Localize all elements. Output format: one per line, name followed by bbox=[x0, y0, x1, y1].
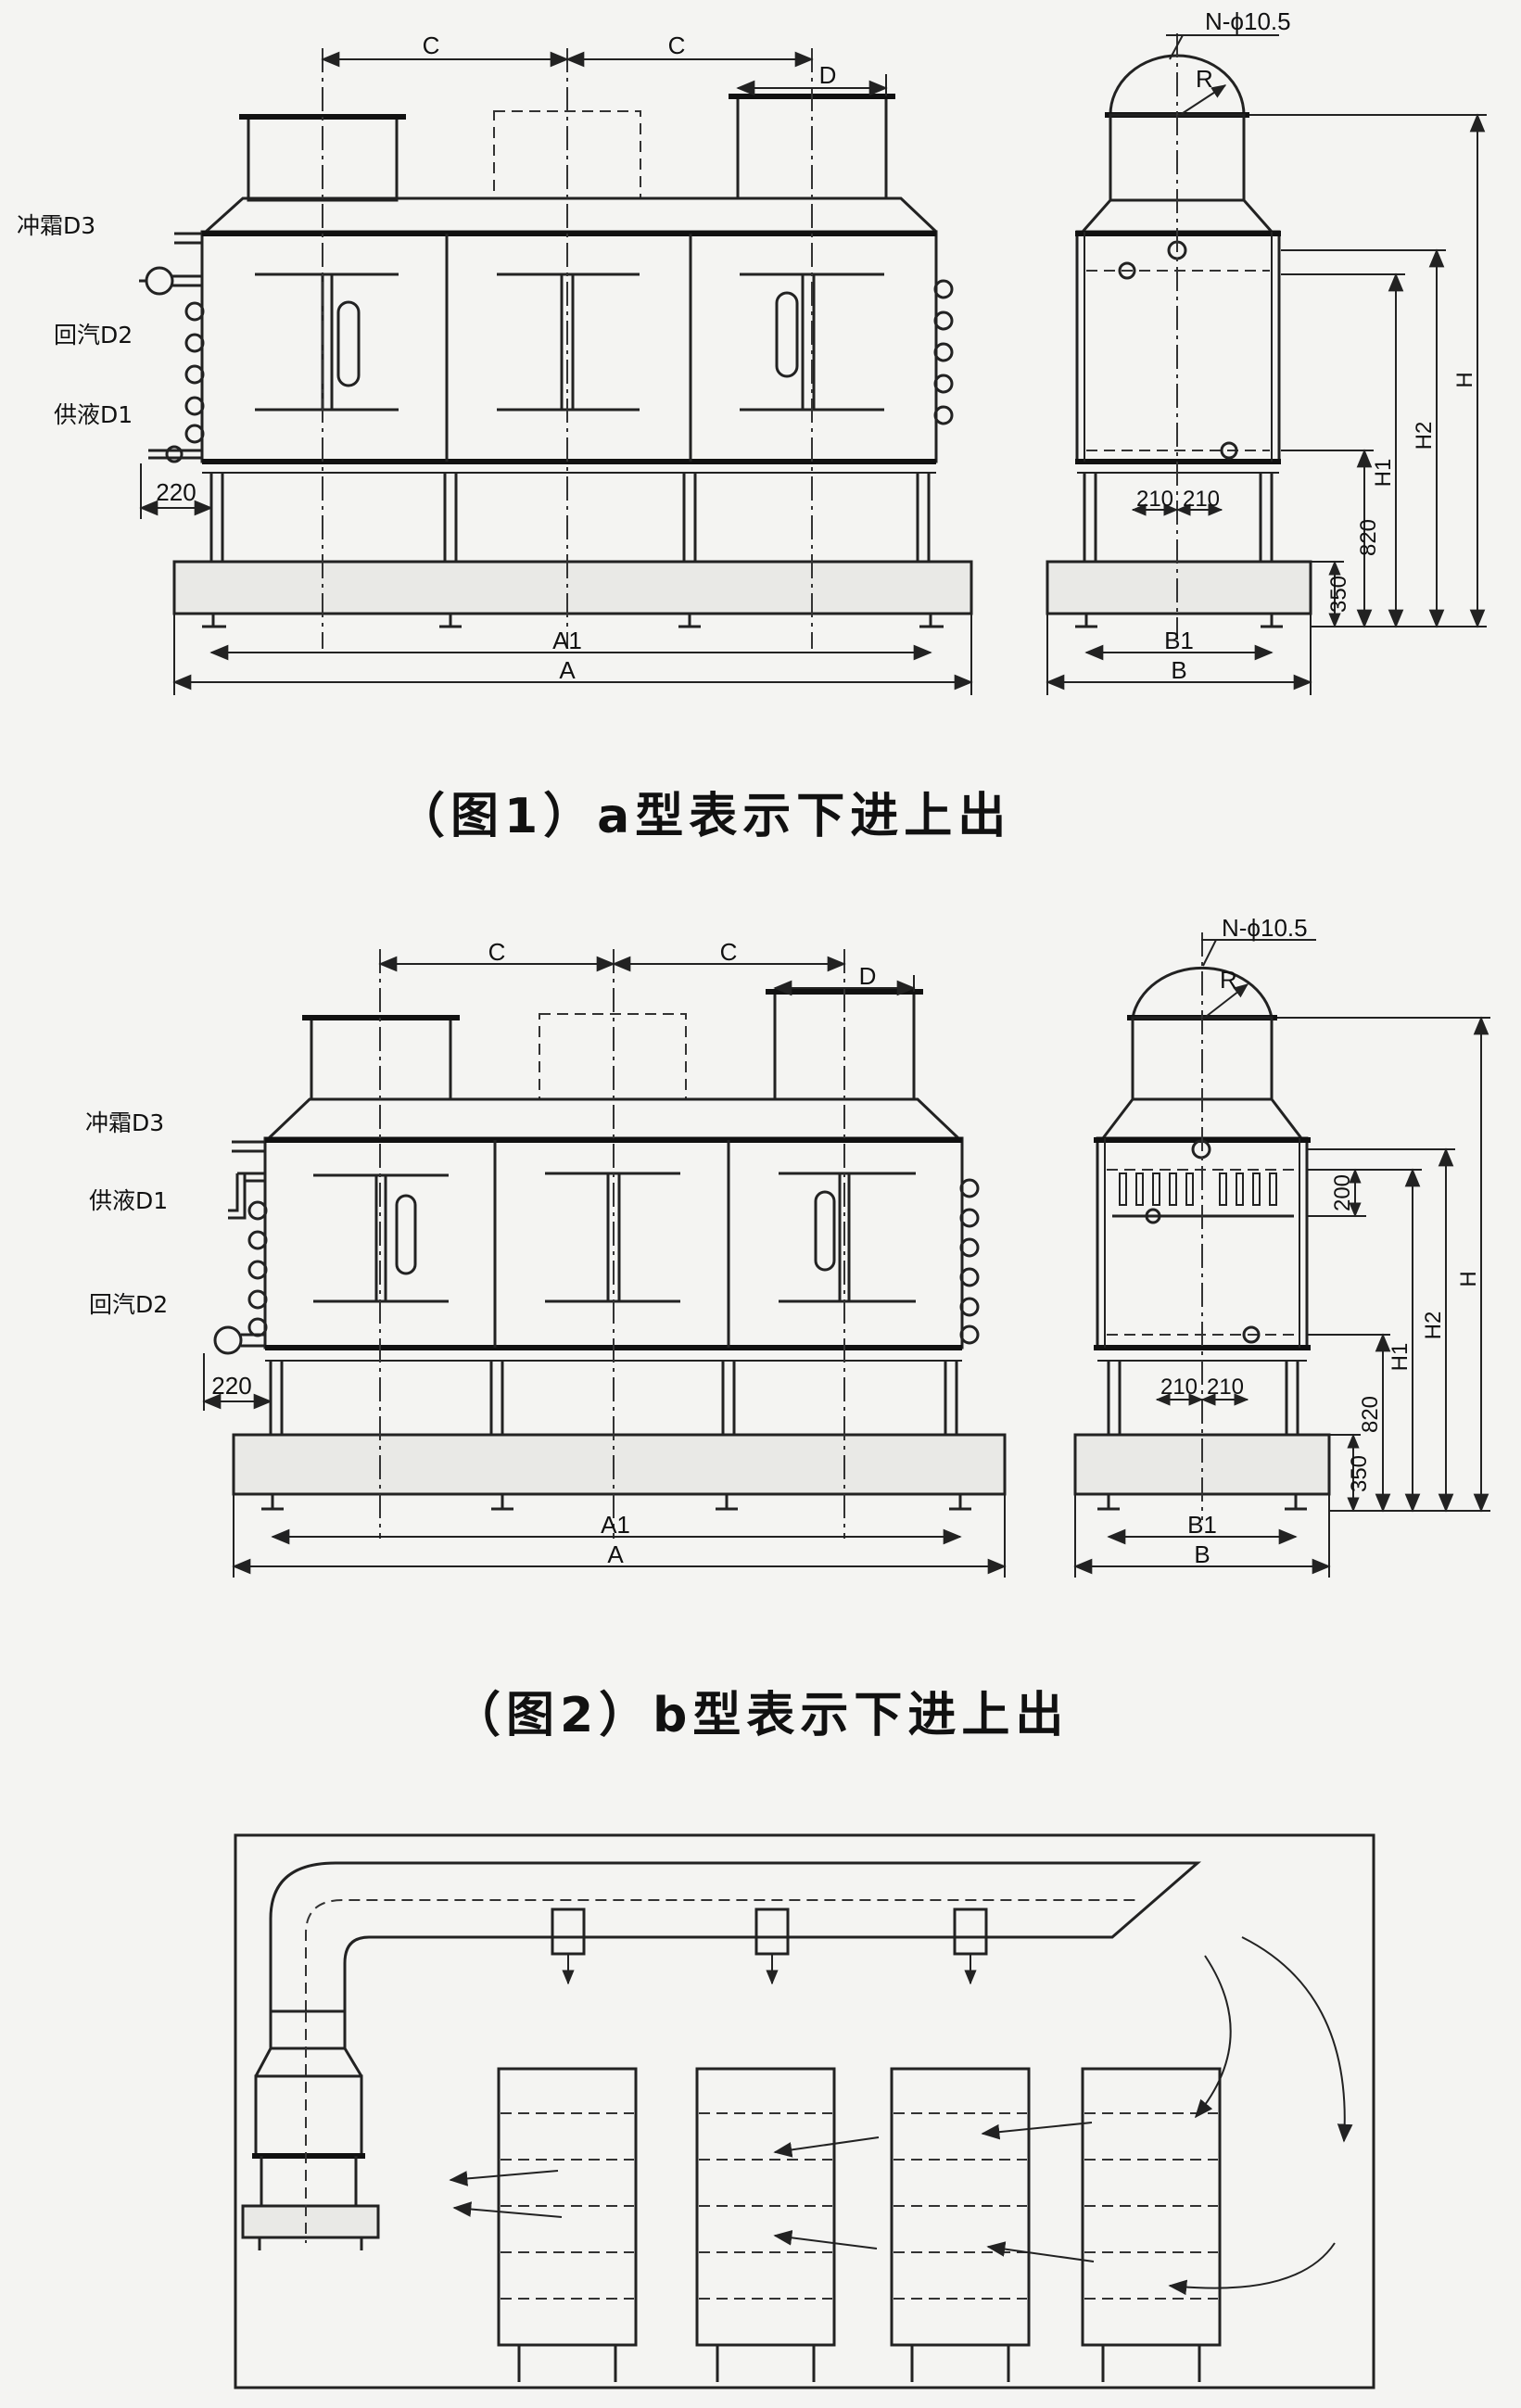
fig1-side-stand bbox=[1083, 473, 1274, 562]
fig1-stand bbox=[209, 473, 931, 562]
fig1-label-a1: A1 bbox=[552, 627, 582, 654]
fig2-label-b: B bbox=[1194, 1540, 1210, 1568]
room-outline bbox=[234, 1833, 1375, 2389]
fig2-label-350: 350 bbox=[1347, 1455, 1372, 1492]
figure2-caption: （图2）b型表示下进上出 bbox=[452, 1688, 1070, 1743]
fig1-front-view: C C D 冲霜D3 回汽D2 供液D1 220 A1 A bbox=[17, 32, 973, 695]
duct-outlet-1 bbox=[551, 1907, 586, 1985]
fig1-hood bbox=[204, 196, 938, 234]
air-duct bbox=[269, 1861, 1202, 2011]
fig1-label-c-left: C bbox=[423, 32, 440, 59]
fig1-label-b: B bbox=[1171, 656, 1186, 684]
duct-outlet-3 bbox=[953, 1907, 988, 1985]
fig2-side-stand bbox=[1107, 1361, 1299, 1435]
airflow-layout-diagram bbox=[234, 1833, 1375, 2389]
fig1-label-h1: H1 bbox=[1371, 459, 1396, 488]
fig2-label-c-left: C bbox=[488, 938, 506, 966]
fig1-cabinet bbox=[200, 230, 938, 463]
air-cooler-unit bbox=[241, 2009, 380, 2250]
fig1-label-a: A bbox=[559, 656, 576, 684]
fig2-label-h: H bbox=[1456, 1271, 1481, 1286]
fig2-label-a: A bbox=[607, 1540, 624, 1568]
fig1-label-210b: 210 bbox=[1183, 487, 1220, 512]
fig1-label-c-right: C bbox=[668, 32, 686, 59]
fig1-radius-line bbox=[1176, 84, 1227, 118]
fig1-label-h2: H2 bbox=[1412, 422, 1437, 450]
storage-rack-2 bbox=[695, 2067, 836, 2382]
fig2-panel-3 bbox=[779, 1172, 916, 1303]
fig1-label-d1: 供液D1 bbox=[54, 401, 133, 428]
fig1-side-base bbox=[1046, 560, 1312, 615]
figure1-caption: （图1）a型表示下进上出 bbox=[397, 789, 1012, 844]
fig1-pipe-d3 bbox=[174, 232, 202, 245]
fig2-label-210b: 210 bbox=[1207, 1375, 1244, 1400]
fig1-label-d2: 回汽D2 bbox=[54, 322, 133, 349]
fig1-label-d: D bbox=[819, 61, 837, 89]
fig2-label-220: 220 bbox=[211, 1372, 251, 1400]
fig2-feet bbox=[261, 1494, 971, 1511]
fig1-label-210a: 210 bbox=[1136, 487, 1173, 512]
fig2-label-d3: 冲霜D3 bbox=[85, 1109, 164, 1136]
fig1-dome bbox=[1109, 54, 1246, 117]
fig1-coil-left bbox=[184, 301, 205, 444]
fig2-radius-line bbox=[1201, 983, 1249, 1020]
fig2-pipe-d3 bbox=[232, 1140, 265, 1153]
fig2-front-view: C C D 冲霜D3 供液D1 回汽D2 220 A1 A bbox=[85, 938, 1007, 1578]
fig2-dome bbox=[1131, 966, 1274, 1020]
fig1-label-r: R bbox=[1196, 65, 1213, 93]
fig2-side-view: N-ϕ10.5 R 200 210 210 B1 B 350 820 H1 H2… bbox=[1073, 914, 1490, 1578]
duct-centerline bbox=[305, 1899, 1140, 2011]
fig2-coil-right bbox=[959, 1178, 980, 1345]
fig2-label-a1: A1 bbox=[601, 1511, 630, 1539]
fig2-label-200: 200 bbox=[1330, 1174, 1355, 1211]
fig2-base bbox=[232, 1433, 1007, 1496]
fig2-pipe-d2 bbox=[213, 1325, 265, 1355]
storage-rack-1 bbox=[497, 2067, 638, 2382]
fig2-label-c-right: C bbox=[720, 938, 738, 966]
fig2-label-r: R bbox=[1220, 966, 1237, 994]
fig2-label-h1: H1 bbox=[1388, 1343, 1413, 1372]
fig1-label-b1: B1 bbox=[1164, 627, 1194, 654]
fig1-label-220: 220 bbox=[156, 478, 196, 506]
storage-rack-4 bbox=[1081, 2067, 1222, 2382]
fig2-label-d: D bbox=[859, 962, 877, 990]
fig1-label-h: H bbox=[1452, 372, 1477, 387]
fig1-feet bbox=[202, 614, 944, 628]
fig2-label-210a: 210 bbox=[1160, 1375, 1198, 1400]
fig2-label-d1: 供液D1 bbox=[89, 1187, 168, 1214]
airflow-arrows bbox=[449, 1936, 1353, 2296]
fig2-label-820: 820 bbox=[1358, 1396, 1383, 1433]
fig2-label-b1: B1 bbox=[1187, 1511, 1217, 1539]
fig1-pipe-d2 bbox=[139, 266, 202, 296]
fig2-label-h2: H2 bbox=[1421, 1312, 1446, 1340]
fig2-pipe-d1 bbox=[228, 1172, 265, 1220]
fig1-panel-1 bbox=[255, 272, 399, 412]
fig2-label-n: N-ϕ10.5 bbox=[1222, 914, 1308, 942]
fig1-label-350: 350 bbox=[1326, 576, 1351, 613]
duct-outlet-2 bbox=[754, 1907, 790, 1985]
fig1-side-view: N-ϕ10.5 R 210 210 B1 B 350 820 H1 H2 H bbox=[1046, 7, 1487, 695]
fig1-label-d3: 冲霜D3 bbox=[17, 212, 95, 239]
fig1-label-n: N-ϕ10.5 bbox=[1205, 7, 1291, 35]
fig1-pipe-d1 bbox=[148, 445, 202, 463]
fig1-coil-right bbox=[933, 279, 954, 425]
fig1-base bbox=[172, 560, 973, 615]
fig2-label-d2: 回汽D2 bbox=[89, 1291, 168, 1318]
fig2-coil-left bbox=[247, 1200, 268, 1337]
storage-rack-3 bbox=[890, 2067, 1031, 2382]
fig1-label-820: 820 bbox=[1356, 519, 1381, 556]
